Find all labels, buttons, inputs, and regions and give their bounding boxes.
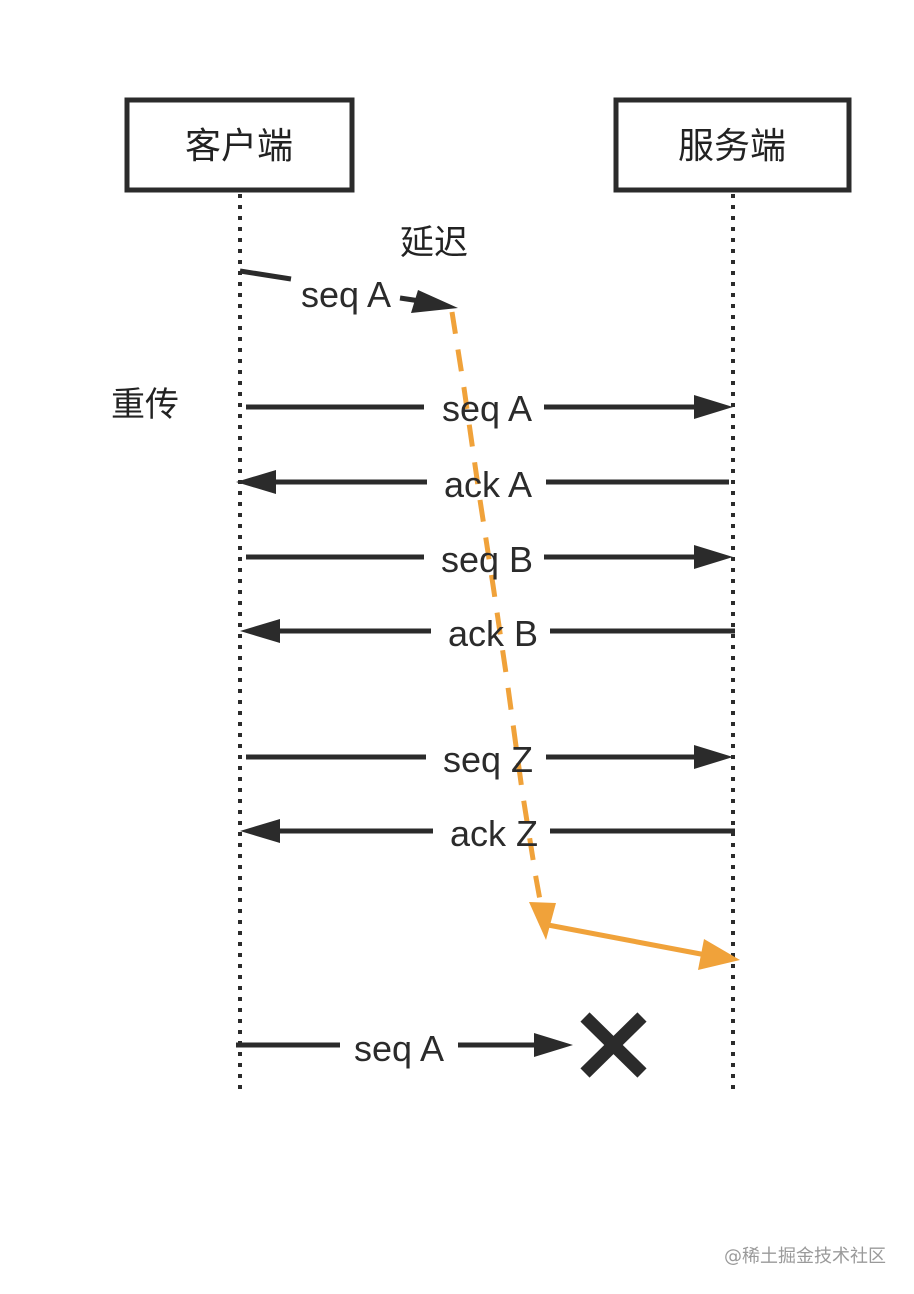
delay-path <box>449 311 543 901</box>
retransmit-seq-a-label: seq A <box>442 388 532 429</box>
late-arrival-arrowhead <box>698 939 740 970</box>
late-arrival-line <box>547 922 707 958</box>
seq-b-message: seq B <box>246 539 733 580</box>
ack-z-label: ack Z <box>450 813 538 854</box>
delayed-seq-a-line-left <box>239 268 292 282</box>
ack-a-message: ack A <box>236 464 729 505</box>
seq-b-label: seq B <box>441 539 533 580</box>
ack-b-label: ack B <box>448 613 538 654</box>
client-actor: 客户端 <box>124 97 355 193</box>
cross-icon-stroke-2 <box>580 1012 647 1078</box>
delay-arrowhead <box>529 902 556 940</box>
server-label: 服务端 <box>678 126 786 167</box>
ack-z-message: ack Z <box>240 813 735 854</box>
seq-z-arrowhead <box>694 745 733 769</box>
retransmit-note: 重传 <box>111 385 179 425</box>
watermark: @稀土掘金技术社区 <box>724 1246 886 1267</box>
retransmit-seq-a-arrowhead <box>694 395 733 419</box>
client-label: 客户端 <box>185 126 293 167</box>
delayed-seq-a-arrowhead <box>411 290 458 313</box>
ack-b-message: ack B <box>240 613 735 654</box>
dropped-seq-a-arrowhead <box>534 1033 573 1057</box>
seq-b-arrowhead <box>694 545 733 569</box>
delayed-seq-a-label: seq A <box>301 274 391 315</box>
server-box <box>613 97 852 193</box>
cross-icon <box>580 1012 647 1078</box>
client-box <box>124 97 355 193</box>
ack-b-arrowhead <box>240 619 280 643</box>
dropped-seq-a-message: seq A <box>236 1028 573 1069</box>
server-actor: 服务端 <box>613 97 852 193</box>
ack-a-label: ack A <box>444 464 532 505</box>
retransmit-seq-a-message: seq A <box>246 388 733 429</box>
seq-z-label: seq Z <box>443 739 533 780</box>
ack-a-arrowhead <box>236 470 276 494</box>
dropped-seq-a-label: seq A <box>354 1028 444 1069</box>
ack-z-arrowhead <box>240 819 280 843</box>
late-arrival-arrow <box>547 922 740 970</box>
delay-note: 延迟 <box>400 223 468 263</box>
seq-z-message: seq Z <box>246 739 733 780</box>
delayed-seq-a-message: seq A <box>239 268 458 315</box>
